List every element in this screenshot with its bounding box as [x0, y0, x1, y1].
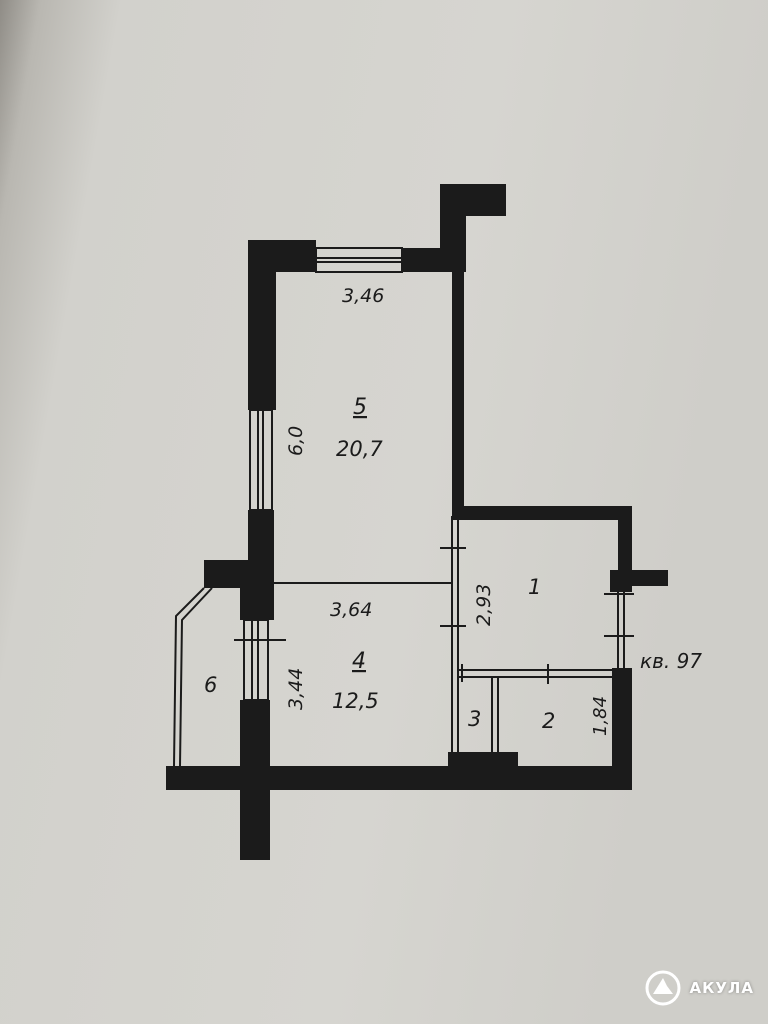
window-room4: [243, 619, 269, 701]
door-marks: [234, 547, 634, 684]
room1-number: 1: [528, 575, 541, 599]
room4-number: 4: [352, 649, 366, 674]
walls: [166, 184, 668, 860]
partitions: [173, 516, 625, 767]
room5-width-label: 3,46: [342, 285, 384, 307]
window-left: [249, 409, 273, 511]
room4-area: 12,5: [332, 689, 379, 713]
room4-width-label: 3,64: [330, 599, 372, 621]
room6-number: 6: [204, 673, 217, 697]
room5-area: 20,7: [336, 437, 383, 461]
room1-length-label: 2,93: [473, 584, 495, 626]
room3-number: 3: [468, 707, 481, 731]
shark-logo-icon: [645, 970, 681, 1006]
room2-number: 2: [542, 709, 555, 733]
room5-length-label: 6,0: [285, 426, 307, 456]
apartment-label: кв. 97: [640, 649, 702, 673]
room2-length-label: 1,84: [590, 696, 611, 736]
room5-number: 5: [353, 395, 367, 420]
window-top: [315, 247, 403, 273]
watermark: АКУЛА: [645, 970, 754, 1006]
watermark-brand: АКУЛА: [689, 979, 754, 997]
room4-length-label: 3,44: [285, 668, 307, 710]
